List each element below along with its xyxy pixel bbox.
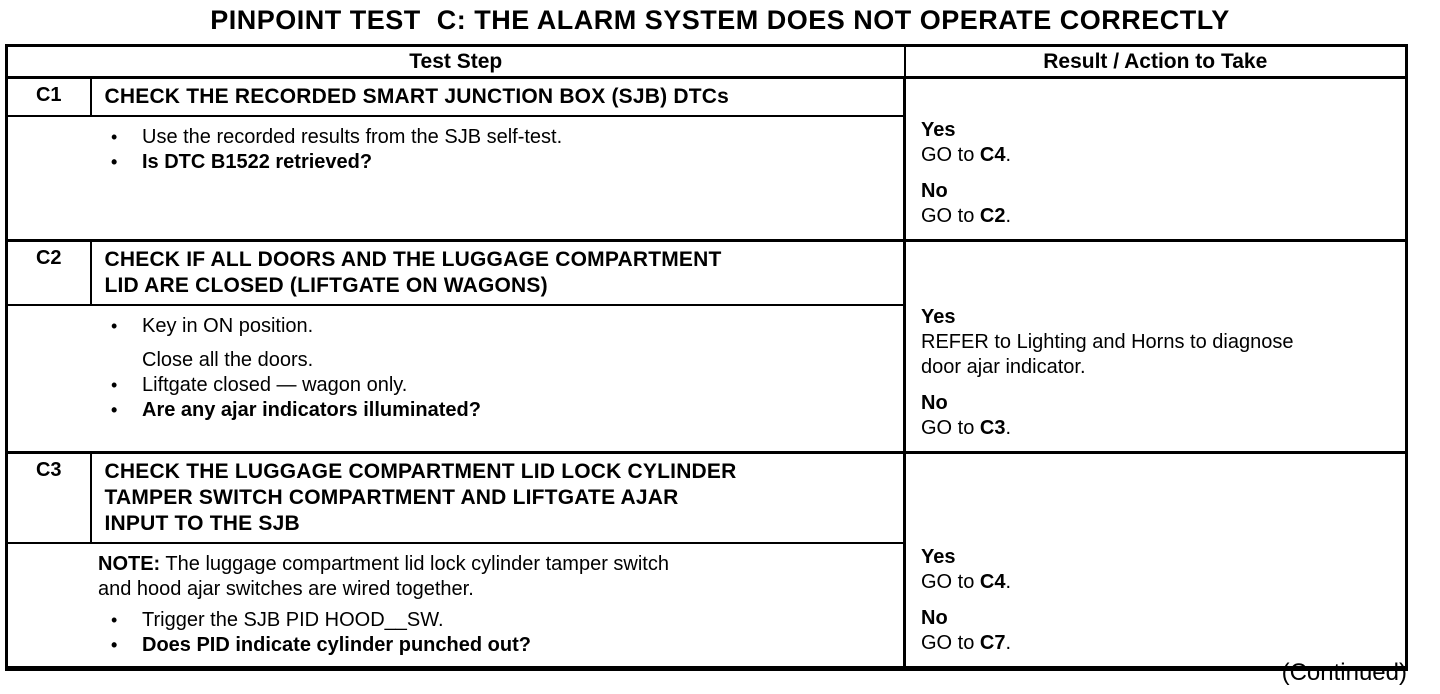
- instruction-item-question: • Is DTC B1522 retrieved?: [98, 150, 891, 175]
- action-target: C2: [979, 204, 1006, 227]
- action-text: REFER to Lighting and Horns to diagnose …: [921, 331, 1294, 378]
- step-c1-body-row: • Use the recorded results from the SJB s…: [5, 115, 1407, 241]
- answer-action: GO to C4.: [921, 570, 1397, 595]
- answer-label: Yes: [921, 306, 956, 328]
- note-paragraph: NOTE: The luggage compartment lid lock c…: [98, 552, 891, 602]
- step-instructions: • Use the recorded results from the SJB s…: [5, 115, 906, 241]
- answer-yes: Yes REFER to Lighting and Horns to diagn…: [921, 305, 1397, 380]
- instruction-item: Close all the doors.: [98, 348, 891, 373]
- instruction-item: • Key in ON position.: [98, 314, 891, 339]
- step-instructions: NOTE: The luggage compartment lid lock c…: [5, 542, 906, 670]
- answer-label: Yes: [921, 546, 956, 568]
- action-text: GO to: [921, 632, 980, 654]
- step-c3-body-row: NOTE: The luggage compartment lid lock c…: [5, 542, 1407, 670]
- step-title: CHECK THE RECORDED SMART JUNCTION BOX (S…: [89, 76, 906, 117]
- step-c2-body-row: • Key in ON position. Close all the doors…: [5, 303, 1407, 454]
- page-title: PINPOINT TEST C: THE ALARM SYSTEM DOES N…: [210, 5, 1230, 35]
- table-header-row: Test Step Result / Action to Take: [5, 44, 1408, 79]
- instruction-text: Close all the doors.: [142, 348, 314, 371]
- action-suffix: .: [1005, 417, 1012, 439]
- instruction-item: • Trigger the SJB PID HOOD__SW.: [98, 608, 891, 633]
- instruction-item: • Use the recorded results from the SJB s…: [98, 125, 891, 150]
- instruction-text: Key in ON position.: [142, 314, 314, 337]
- action-target: C4: [979, 571, 1006, 593]
- bullet-marker: •: [111, 635, 118, 655]
- step-id: C2: [5, 238, 92, 306]
- bullet-marker: •: [111, 315, 118, 336]
- step-id: C3: [5, 451, 92, 544]
- action-target: C7: [979, 632, 1006, 654]
- column-header-result: Result / Action to Take: [903, 44, 1408, 79]
- action-suffix: .: [1005, 632, 1012, 654]
- action-text: GO to: [921, 417, 980, 439]
- instruction-item-question: • Does PID indicate cylinder punched out?: [98, 633, 891, 658]
- instruction-text: Use the recorded results from the SJB se…: [142, 126, 563, 148]
- answer-yes: Yes GO to C4.: [921, 118, 1397, 168]
- answer-label: No: [921, 179, 948, 202]
- answer-label: No: [921, 607, 948, 629]
- answer-action: REFER to Lighting and Horns to diagnose …: [921, 330, 1397, 380]
- answer-yes: Yes GO to C4.: [921, 545, 1397, 595]
- step-c1-header-row: C1 CHECK THE RECORDED SMART JUNCTION BOX…: [5, 76, 1408, 241]
- bullet-marker: •: [111, 374, 118, 395]
- answer-no: No GO to C3.: [921, 391, 1397, 441]
- bullet-marker: •: [111, 152, 118, 172]
- instruction-text: Are any ajar indicators illuminated?: [142, 398, 481, 421]
- instruction-text: Is DTC B1522 retrieved?: [142, 151, 373, 173]
- bullet-marker: •: [111, 127, 118, 147]
- action-text: GO to: [921, 571, 980, 593]
- step-c2-header-row: C2 CHECK IF ALL DOORS AND THE LUGGAGE CO…: [5, 238, 1408, 454]
- pinpoint-test-table: Test Step Result / Action to Take C1 CHE…: [5, 44, 1408, 671]
- bullet-marker: •: [111, 399, 118, 420]
- answer-action: GO to C7.: [921, 631, 1397, 656]
- step-result-cell: Yes GO to C4. No GO to C7.: [903, 451, 1408, 670]
- note-label: NOTE:: [98, 553, 161, 575]
- instruction-text: Does PID indicate cylinder punched out?: [142, 634, 531, 656]
- step-title: CHECK THE LUGGAGE COMPARTMENT LID LOCK C…: [89, 451, 906, 544]
- instruction-item-question: • Are any ajar indicators illuminated?: [98, 398, 891, 423]
- step-result-cell: Yes GO to C4. No GO to C2.: [903, 76, 1408, 241]
- instruction-text: Trigger the SJB PID HOOD__SW.: [142, 609, 444, 631]
- answer-no: No GO to C7.: [921, 606, 1397, 656]
- action-target: C4: [979, 143, 1006, 166]
- column-header-test-step: Test Step: [5, 44, 906, 79]
- continued-note: (Continued): [1281, 659, 1407, 686]
- bullet-marker: [98, 348, 142, 373]
- note-text: The luggage compartment lid lock cylinde…: [98, 553, 669, 600]
- step-instructions: • Key in ON position. Close all the doors…: [5, 303, 906, 454]
- action-suffix: .: [1005, 204, 1012, 227]
- step-id: C1: [5, 76, 92, 117]
- instruction-item: • Liftgate closed — wagon only.: [98, 373, 891, 398]
- action-target: C3: [979, 417, 1006, 439]
- answer-no: No GO to C2.: [921, 179, 1397, 229]
- answer-label: Yes: [921, 118, 956, 141]
- bullet-marker: •: [111, 610, 118, 630]
- step-c3-header-row: C3 CHECK THE LUGGAGE COMPARTMENT LID LOC…: [5, 451, 1408, 670]
- answer-label: No: [921, 392, 948, 414]
- step-title: CHECK IF ALL DOORS AND THE LUGGAGE COMPA…: [89, 238, 906, 306]
- answer-action: GO to C3.: [921, 416, 1397, 441]
- action-suffix: .: [1005, 571, 1012, 593]
- action-suffix: .: [1005, 143, 1012, 166]
- step-result-cell: Yes REFER to Lighting and Horns to diagn…: [903, 238, 1408, 454]
- instruction-text: Liftgate closed — wagon only.: [142, 373, 408, 396]
- action-text: GO to: [921, 204, 980, 227]
- answer-action: GO to C4.: [921, 143, 1397, 168]
- action-text: GO to: [921, 143, 980, 166]
- answer-action: GO to C2.: [921, 204, 1397, 229]
